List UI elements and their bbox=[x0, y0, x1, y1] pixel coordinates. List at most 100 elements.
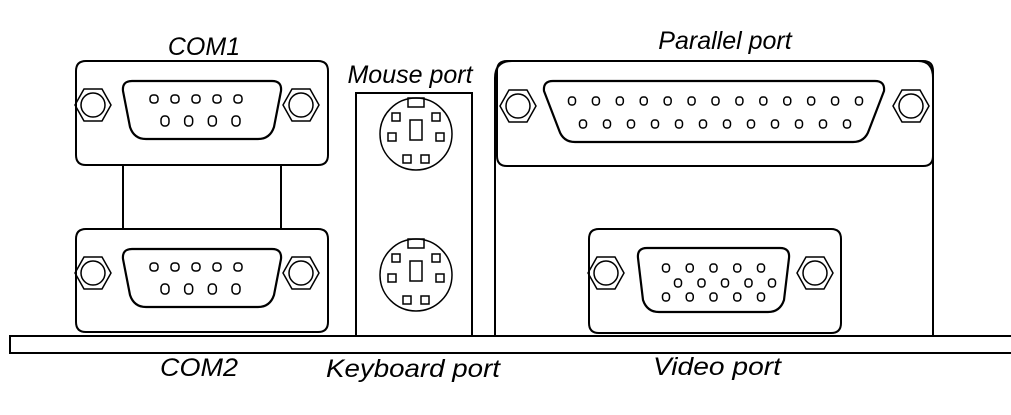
hex-nut-icon bbox=[499, 89, 537, 123]
ps2-pin bbox=[387, 273, 397, 283]
pin bbox=[650, 119, 660, 129]
pin bbox=[578, 119, 588, 129]
hex-nut-icon bbox=[796, 256, 834, 290]
com1-connector bbox=[74, 60, 329, 166]
hex-nut-hole bbox=[288, 92, 314, 118]
mounting-plate bbox=[75, 228, 329, 333]
pin bbox=[783, 96, 792, 106]
pin bbox=[674, 119, 684, 129]
hex-nut-hole bbox=[80, 260, 106, 286]
hex-nut-icon bbox=[892, 89, 930, 123]
pin bbox=[149, 94, 159, 104]
ps2-pin bbox=[402, 154, 412, 164]
mouse-ps2-connector bbox=[379, 97, 453, 171]
pin bbox=[687, 96, 696, 106]
hex-nut-icon bbox=[74, 88, 112, 122]
parallel-db25-connector bbox=[496, 60, 934, 167]
pin bbox=[756, 263, 766, 273]
ps2-pin bbox=[391, 253, 401, 263]
pin bbox=[602, 119, 612, 129]
pin bbox=[191, 262, 201, 272]
hex-nut-hole bbox=[80, 92, 106, 118]
hex-nut-hole bbox=[288, 260, 314, 286]
pin bbox=[733, 292, 742, 302]
d-sub-shell bbox=[121, 247, 283, 309]
pin bbox=[591, 96, 601, 106]
hex-nut-icon bbox=[282, 256, 320, 290]
ps2-key bbox=[407, 238, 425, 249]
ps2-pin bbox=[387, 132, 397, 142]
pin bbox=[626, 119, 636, 129]
pin bbox=[212, 94, 222, 104]
hex-nut-hole bbox=[593, 260, 619, 286]
pin bbox=[759, 96, 768, 106]
hex-nut-hole bbox=[898, 93, 924, 119]
ps2-pin bbox=[391, 112, 401, 122]
pin bbox=[794, 119, 804, 129]
pin bbox=[733, 263, 742, 273]
base-plate bbox=[9, 335, 1011, 354]
pin bbox=[698, 119, 708, 129]
label-mouse-port: Mouse port bbox=[347, 61, 473, 89]
pin bbox=[735, 96, 744, 106]
pin bbox=[685, 292, 694, 302]
pin bbox=[720, 278, 730, 288]
ps2-pin bbox=[431, 112, 441, 122]
pin bbox=[697, 278, 706, 288]
d-sub-shell bbox=[542, 79, 886, 144]
hex-nut-hole bbox=[802, 260, 828, 286]
ps2-socket bbox=[379, 97, 453, 171]
hex-nut-icon bbox=[74, 256, 112, 290]
ps2-pin bbox=[420, 154, 430, 164]
pin bbox=[639, 96, 648, 106]
pin bbox=[149, 262, 159, 272]
label-keyboard-port: Keyboard port bbox=[326, 355, 501, 383]
mounting-plate bbox=[75, 60, 329, 166]
ps2-pin bbox=[402, 295, 412, 305]
pin bbox=[207, 283, 218, 295]
ps2-key bbox=[407, 97, 425, 108]
pin bbox=[567, 96, 577, 106]
ps2-pin bbox=[431, 253, 441, 263]
pin bbox=[756, 292, 766, 302]
pin bbox=[183, 115, 194, 127]
keyboard-ps2-connector bbox=[379, 238, 453, 312]
ps2-pin bbox=[435, 273, 445, 283]
pin bbox=[233, 94, 243, 104]
pin bbox=[160, 283, 170, 295]
pin bbox=[842, 119, 852, 129]
pin bbox=[170, 262, 180, 272]
label-com2: COM2 bbox=[160, 354, 238, 382]
pin bbox=[709, 292, 718, 302]
d-sub-shell bbox=[636, 246, 791, 314]
pin bbox=[233, 262, 243, 272]
hex-nut-icon bbox=[282, 88, 320, 122]
pin bbox=[207, 115, 218, 127]
d-sub-shell bbox=[121, 79, 283, 141]
mounting-plate bbox=[588, 228, 842, 334]
ps2-center-key bbox=[409, 119, 423, 141]
pin bbox=[183, 283, 194, 295]
pin bbox=[231, 115, 241, 127]
com2-connector bbox=[74, 228, 329, 333]
pin bbox=[661, 292, 671, 302]
ps2-pin bbox=[435, 132, 445, 142]
ps2-center-key bbox=[409, 260, 423, 282]
pin bbox=[673, 278, 683, 288]
pin bbox=[746, 119, 756, 129]
ps2-housing bbox=[355, 92, 473, 337]
mounting-plate bbox=[496, 60, 934, 167]
pin bbox=[711, 96, 720, 106]
pin bbox=[854, 96, 864, 106]
pin bbox=[661, 263, 671, 273]
pin bbox=[818, 119, 828, 129]
pin bbox=[231, 283, 241, 295]
hex-nut-hole bbox=[505, 93, 531, 119]
pin bbox=[663, 96, 672, 106]
pin bbox=[722, 119, 732, 129]
pin bbox=[770, 119, 780, 129]
pin bbox=[160, 115, 170, 127]
ps2-socket bbox=[379, 238, 453, 312]
pin bbox=[170, 94, 180, 104]
